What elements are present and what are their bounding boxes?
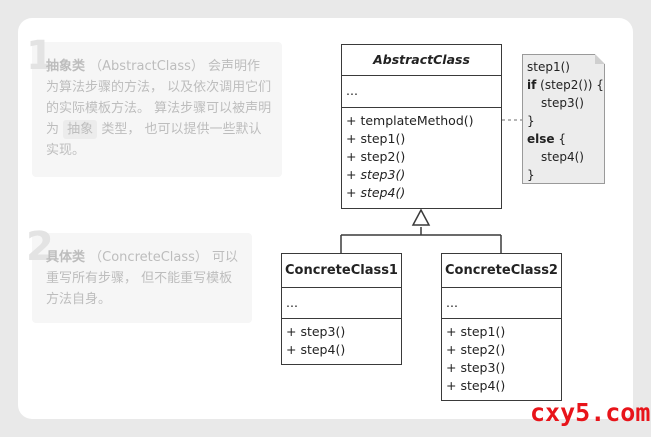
concrete-class-2-name: ConcreteClass2 (442, 254, 561, 288)
step-2-panel: 2 具体类 （ConcreteClass） 可以重写所有步骤， 但不能重写模板方… (26, 227, 252, 323)
step-2-title: 具体类 (46, 250, 86, 265)
step-1-body: （AbstractClass） 会声明作为算法步骤的方法， 以及依次调用它们的实… (46, 59, 272, 137)
c2-method-step4: + step4() (446, 378, 506, 393)
note-line-3: step3() (541, 96, 584, 110)
note-line-2: if (step2()) { (527, 76, 604, 94)
step-2-text: 具体类 （ConcreteClass） 可以重写所有步骤， 但不能重写模板方法自… (46, 247, 242, 310)
concrete-class-1-fields: ... (282, 288, 401, 319)
method-step1: + step1() (346, 131, 406, 146)
step-1-body-end: 类型， 也可以提供一些默认实现。 (46, 122, 262, 158)
c2-method-step3: + step3() (446, 360, 506, 375)
c1-method-step3: + step3() (286, 324, 346, 339)
note-else-brace: { (554, 132, 566, 146)
concrete-class-2-box: ConcreteClass2 ... + step1() + step2() +… (441, 253, 562, 401)
step-2-number: 2 (26, 224, 54, 270)
note-line-7: } (527, 168, 535, 182)
note-if-keyword: if (527, 78, 537, 92)
note-if-cond: (step2()) { (536, 78, 604, 92)
method-step4: + step4() (346, 185, 406, 200)
method-step3: + step3() (346, 167, 406, 182)
note-line-5: else { (527, 130, 604, 148)
abstract-class-methods: + templateMethod() + step1() + step2() +… (342, 108, 501, 202)
step-1-panel: 1 抽象类 （AbstractClass） 会声明作为算法步骤的方法， 以及依次… (26, 36, 282, 177)
concrete-class-2-fields: ... (442, 288, 561, 319)
method-step2: + step2() (346, 149, 406, 164)
note-line-1: step1() (527, 60, 570, 74)
abstract-class-name: AbstractClass (342, 45, 501, 76)
concrete-class-2-methods: + step1() + step2() + step3() + step4() (442, 319, 561, 395)
c2-method-step2: + step2() (446, 342, 506, 357)
c2-method-step1: + step1() (446, 324, 506, 339)
watermark: cxy5.com (530, 398, 651, 427)
note-line-4: } (527, 114, 535, 128)
note-fold-icon (595, 54, 605, 64)
step-1-title: 抽象类 (46, 59, 86, 74)
abstract-class-box: AbstractClass ... + templateMethod() + s… (341, 44, 502, 209)
step-1-keyword: 抽象 (63, 120, 98, 139)
concrete-class-1-methods: + step3() + step4() (282, 319, 401, 359)
note-line-6: step4() (541, 150, 584, 164)
method-template: + templateMethod() (346, 113, 474, 128)
template-method-note: step1() if (step2()) { step3() } else { … (522, 54, 605, 184)
step-2-body: （ConcreteClass） 可以重写所有步骤， 但不能重写模板方法自身。 (46, 250, 239, 307)
abstract-class-fields: ... (342, 76, 501, 108)
concrete-class-1-name: ConcreteClass1 (282, 254, 401, 288)
generalization-arrow-icon (411, 208, 431, 226)
note-else-keyword: else (527, 132, 555, 146)
step-1-text: 抽象类 （AbstractClass） 会声明作为算法步骤的方法， 以及依次调用… (46, 56, 272, 161)
concrete-class-1-box: ConcreteClass1 ... + step3() + step4() (281, 253, 402, 365)
step-1-number: 1 (26, 33, 54, 79)
c1-method-step4: + step4() (286, 342, 346, 357)
